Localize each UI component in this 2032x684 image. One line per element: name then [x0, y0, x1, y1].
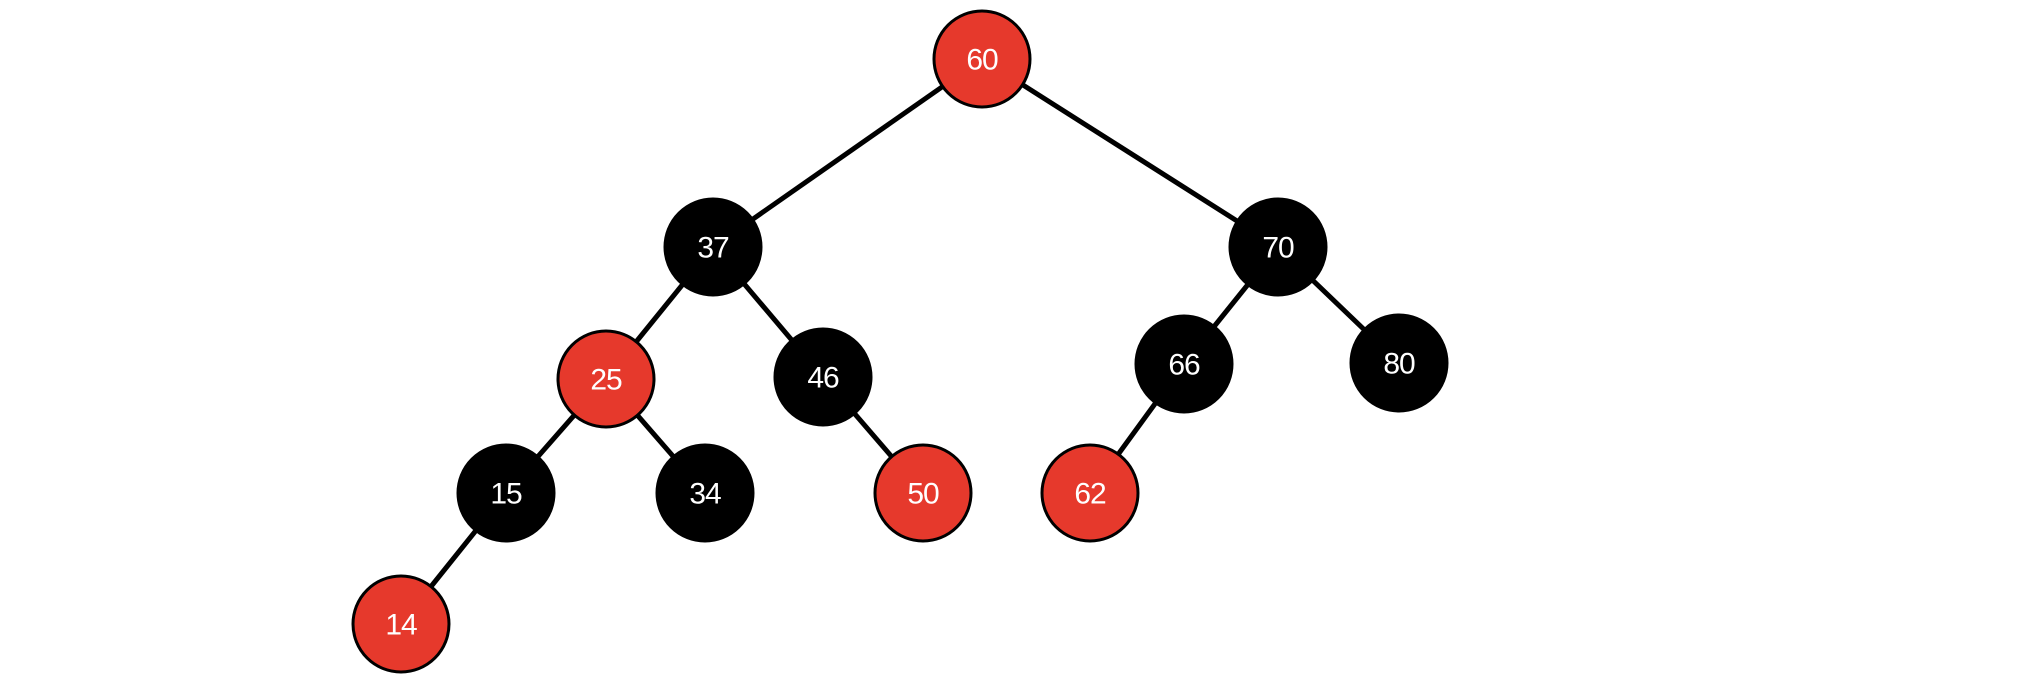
tree-node-46: 46	[773, 327, 873, 427]
tree-edge-60-70	[980, 56, 1280, 250]
tree-node-label: 25	[590, 364, 622, 397]
tree-node-34: 34	[655, 443, 755, 543]
tree-node-60: 60	[932, 9, 1032, 109]
tree-node-50: 50	[873, 443, 973, 543]
tree-node-25: 25	[556, 329, 656, 429]
tree-node-circle-46	[773, 327, 873, 427]
tree-edge-60-37	[711, 56, 984, 250]
tree-node-66: 66	[1134, 314, 1234, 414]
tree-node-label: 60	[966, 44, 998, 77]
tree-node-62: 62	[1040, 443, 1140, 543]
tree-node-label: 34	[689, 478, 721, 511]
tree-nodes-layer: 60 37 70 25 46 66 80 15 34 50 62 14	[351, 9, 1449, 674]
tree-node-label: 46	[807, 362, 839, 395]
tree-node-circle-14	[351, 574, 451, 674]
tree-node-circle-70	[1228, 197, 1328, 297]
tree-node-label: 80	[1383, 348, 1415, 381]
tree-edges-layer	[399, 56, 1401, 626]
tree-node-label: 14	[385, 609, 417, 642]
tree-node-label: 66	[1168, 349, 1200, 382]
tree-node-70: 70	[1228, 197, 1328, 297]
tree-node-circle-62	[1040, 443, 1140, 543]
tree-node-label: 37	[697, 232, 729, 265]
tree-node-label: 15	[490, 478, 522, 511]
tree-node-label: 50	[907, 478, 939, 511]
tree-node-circle-37	[663, 197, 763, 297]
tree-node-circle-60	[932, 9, 1032, 109]
tree-node-circle-15	[456, 443, 556, 543]
tree-node-circle-50	[873, 443, 973, 543]
tree-node-circle-80	[1349, 313, 1449, 413]
tree-node-circle-66	[1134, 314, 1234, 414]
tree-node-15: 15	[456, 443, 556, 543]
tree-node-label: 70	[1262, 232, 1294, 265]
tree-node-circle-34	[655, 443, 755, 543]
tree-node-label: 62	[1074, 478, 1106, 511]
tree-node-80: 80	[1349, 313, 1449, 413]
tree-node-14: 14	[351, 574, 451, 674]
tree-node-37: 37	[663, 197, 763, 297]
tree-node-circle-25	[556, 329, 656, 429]
